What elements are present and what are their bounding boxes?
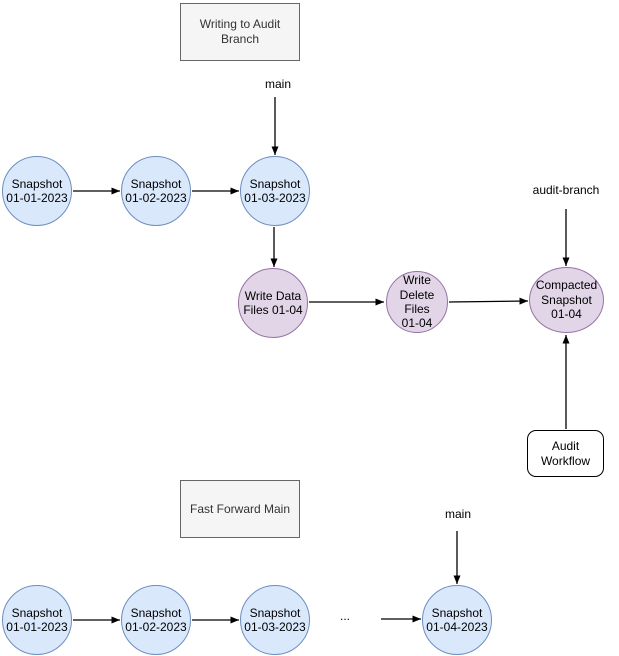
node-snapshot-01-02-top: Snapshot 01-02-2023	[121, 156, 191, 226]
ellipsis-label: ...	[339, 609, 351, 623]
node-label: Snapshot 01-03-2023	[244, 176, 306, 205]
node-label: Snapshot 01-02-2023	[125, 176, 187, 205]
section-title-box-fast-forward-main: Fast Forward Main	[180, 480, 300, 538]
node-label: Snapshot 01-02-2023	[125, 605, 187, 634]
section-title-text: Fast Forward Main	[189, 501, 291, 516]
node-label: Compacted Snapshot 01-04	[535, 278, 598, 322]
audit-workflow-box: Audit Workflow	[527, 430, 604, 477]
node-write-data-files: Write Data Files 01-04	[238, 268, 308, 338]
node-label: Snapshot 01-03-2023	[244, 605, 306, 634]
node-snapshot-01-03-bottom: Snapshot 01-03-2023	[240, 585, 310, 655]
section-title-text: Writing to Audit Branch	[199, 17, 281, 46]
node-snapshot-01-01-bottom: Snapshot 01-01-2023	[2, 585, 72, 655]
branch-label-main-top: main	[264, 77, 292, 91]
node-label: Snapshot 01-01-2023	[6, 176, 68, 205]
node-snapshot-01-04-bottom: Snapshot 01-04-2023	[422, 585, 492, 655]
node-snapshot-01-02-bottom: Snapshot 01-02-2023	[121, 585, 191, 655]
node-snapshot-01-03-top: Snapshot 01-03-2023	[240, 156, 310, 226]
node-label: Write Delete Files 01-04	[399, 273, 435, 331]
edge-write-delete-to-compacted	[448, 297, 529, 305]
node-label: Write Data Files 01-04	[243, 288, 303, 317]
branch-label-audit-branch: audit-branch	[532, 183, 600, 197]
node-write-delete-files: Write Delete Files 01-04	[386, 271, 448, 333]
section-title-box-writing-to-audit-branch: Writing to Audit Branch	[180, 3, 300, 61]
node-snapshot-01-01-top: Snapshot 01-01-2023	[2, 156, 72, 226]
node-label: Snapshot 01-01-2023	[6, 605, 68, 634]
audit-workflow-label: Audit Workflow	[540, 439, 591, 468]
node-compacted-snapshot: Compacted Snapshot 01-04	[529, 267, 604, 333]
node-label: Snapshot 01-04-2023	[426, 605, 488, 634]
branch-label-main-bottom: main	[444, 507, 472, 521]
